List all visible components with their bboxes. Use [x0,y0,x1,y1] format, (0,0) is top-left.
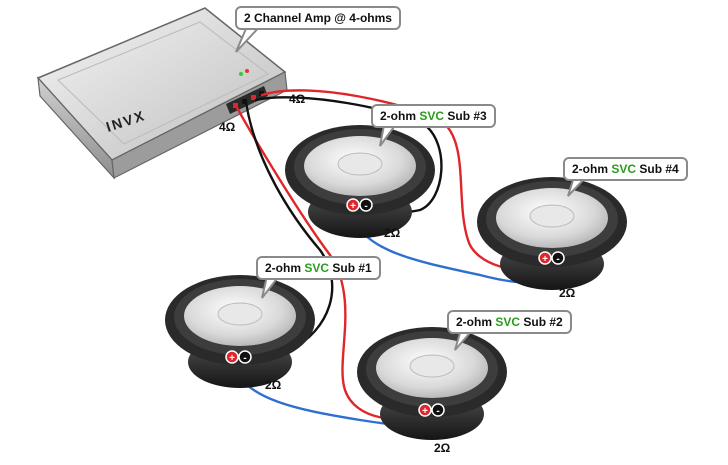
sub4-plus-terminal [538,251,552,265]
sub4-ohm-label: 2Ω [559,286,576,300]
sub3-plus-sign: + [350,201,356,212]
amplifier: INVX [36,7,288,180]
terminals: + - + - + - + - [225,198,565,417]
amp-ch2-ohm-label: 4Ω [219,120,236,134]
subwoofer-4 [477,177,627,290]
power-led-icon [239,72,243,76]
sub1-ohm-label: 2Ω [265,378,282,392]
sub2-minus-sign: - [436,406,439,417]
protect-led-icon [245,69,249,73]
sub4-plus-sign: + [542,254,548,265]
sub1-callout: 2-ohm SVC Sub #1 [256,256,381,280]
subwoofer-3 [285,125,435,238]
sub1-plus-sign: + [229,353,235,364]
amp-callout-text: 2 Channel Amp @ 4-ohms [244,11,392,25]
sub4-minus-sign: - [556,254,559,265]
wire-ch-b-positive [234,104,427,420]
subwoofer-1 [165,275,315,388]
subwoofer-2 [357,327,507,440]
svc-label: SVC [611,162,637,176]
sub3-minus-sign: - [364,201,367,212]
wire-ch-a-positive [260,89,547,271]
amp-ch1-ohm-label: 4Ω [289,92,306,106]
sub3-ohm-label: 2Ω [384,226,401,240]
amp-callout: 2 Channel Amp @ 4-ohms [235,6,401,30]
sub1-minus-sign: - [243,353,246,364]
sub2-minus-terminal [431,403,445,417]
svc-label: SVC [495,315,521,329]
sub2-ohm-label: 2Ω [434,441,451,455]
sub1-minus-terminal [238,350,252,364]
sub2-plus-terminal [418,403,432,417]
sub1-plus-terminal [225,350,239,364]
sub3-plus-terminal [346,198,360,212]
svc-label: SVC [304,261,330,275]
sub2-plus-sign: + [422,406,428,417]
sub3-callout: 2-ohm SVC Sub #3 [371,104,496,128]
sub3-minus-terminal [359,198,373,212]
svc-label: SVC [419,109,445,123]
sub4-minus-terminal [551,251,565,265]
sub4-callout: 2-ohm SVC Sub #4 [563,157,688,181]
sub2-callout: 2-ohm SVC Sub #2 [447,310,572,334]
